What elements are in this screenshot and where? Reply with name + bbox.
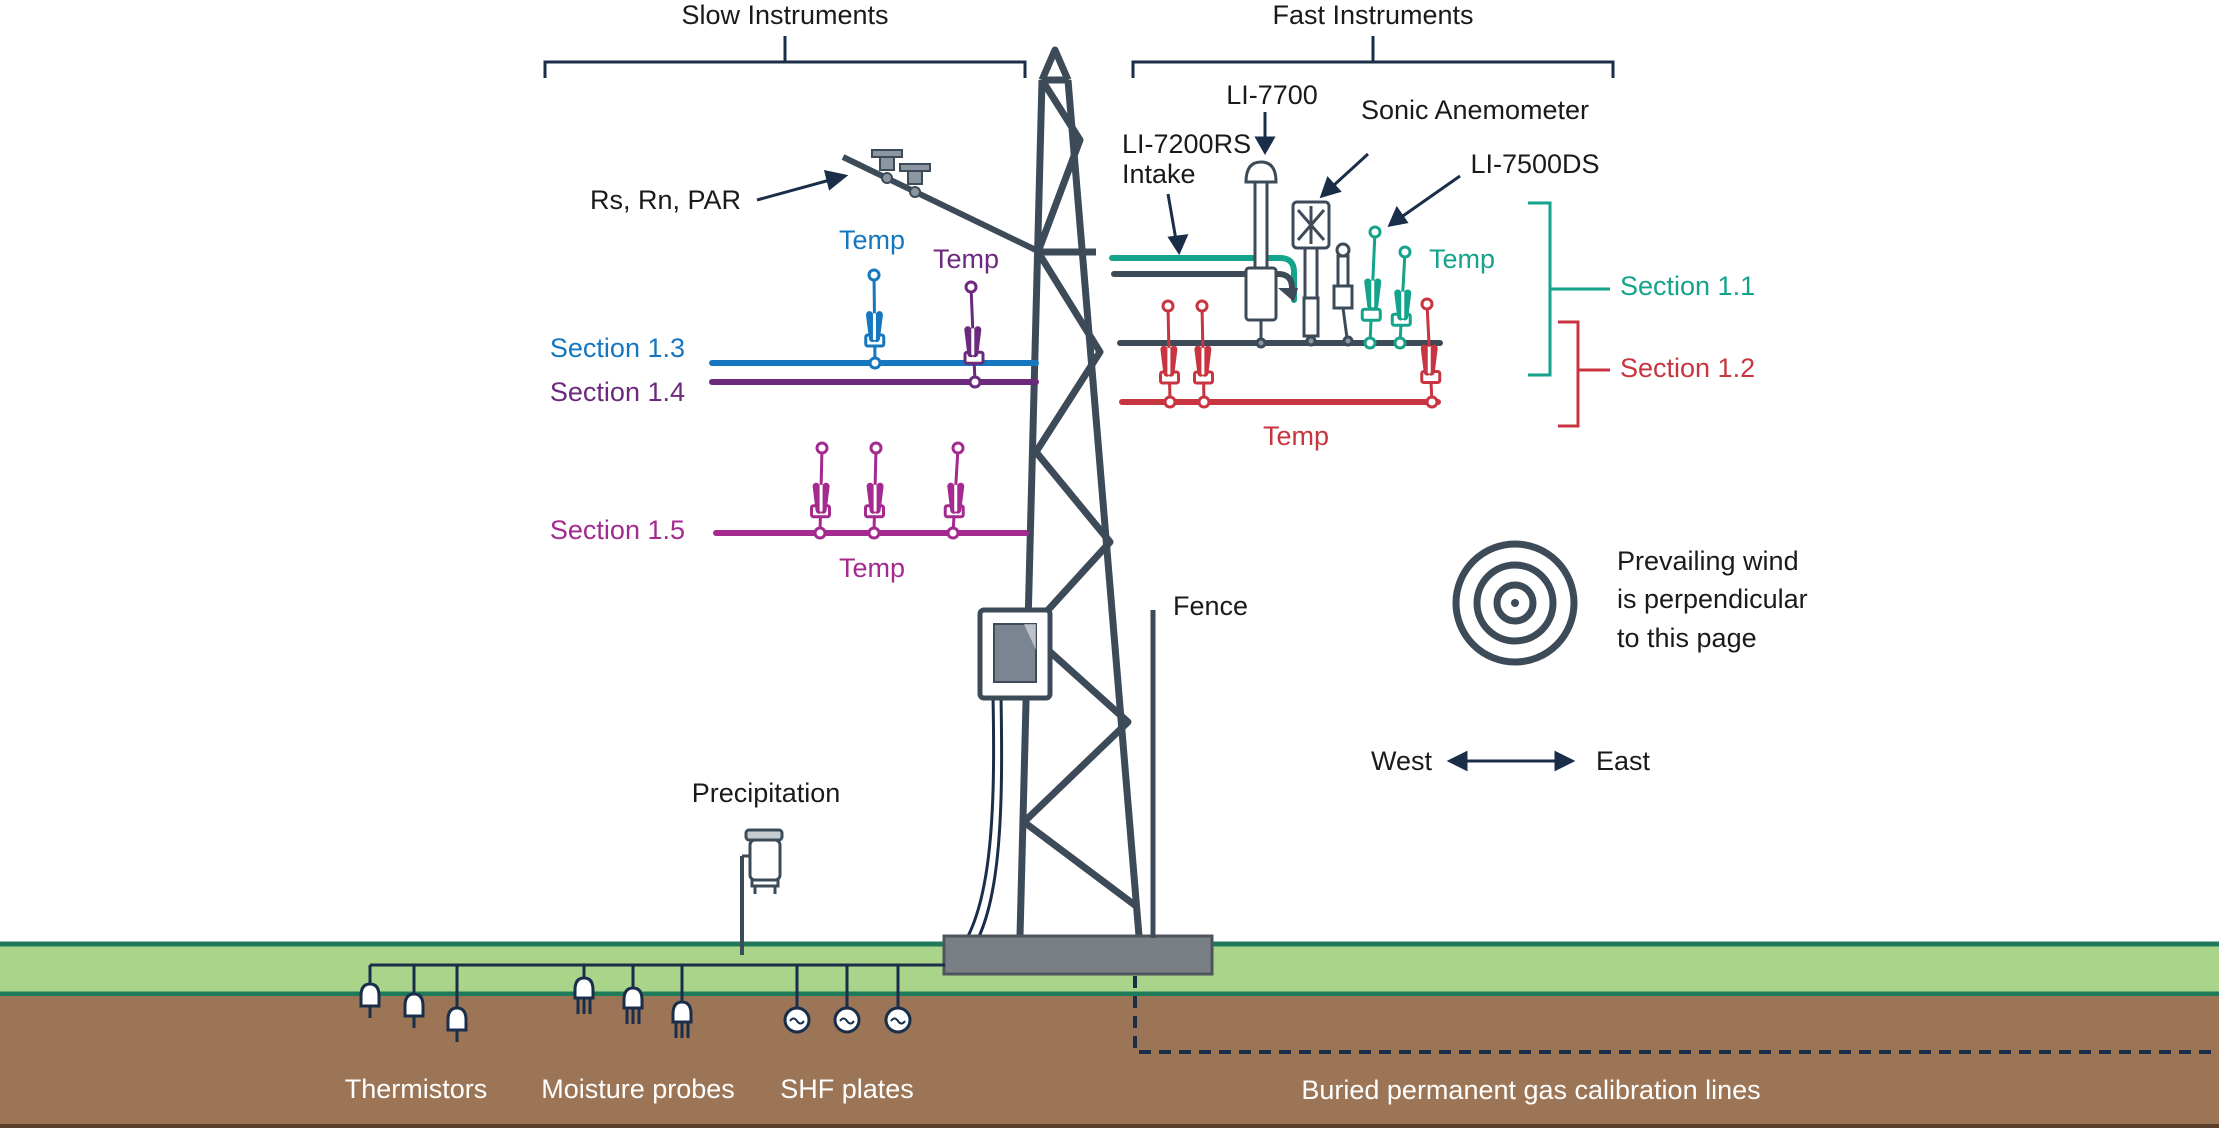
section-1-3-label: Section 1.3: [550, 333, 685, 363]
sonic-anemometer: [1291, 200, 1331, 347]
sonic-anemometer-label: Sonic Anemometer: [1361, 95, 1589, 125]
section-1-2-label: Section 1.2: [1620, 353, 1755, 383]
temp-label-section-1-2: Temp: [1263, 421, 1329, 451]
tower-cables: [944, 694, 1004, 970]
temp-label-section-1-4: Temp: [933, 244, 999, 274]
fast-instruments-label: Fast Instruments: [1272, 0, 1473, 30]
slow-instruments-label: Slow Instruments: [681, 0, 888, 30]
moisture-probe: [671, 965, 693, 1038]
datalogger-enclosure: [977, 607, 1053, 701]
li7500ds-label: LI-7500DS: [1470, 149, 1599, 179]
section-1-5-label: Section 1.5: [550, 515, 685, 545]
li7700-analyzer: [1244, 160, 1278, 349]
west-label: West: [1371, 746, 1433, 776]
boom-fast-gray-upper: [1111, 271, 1295, 291]
section-1-1-label: Section 1.1: [1620, 271, 1755, 301]
temp-sensor-1-1-b: [1390, 245, 1412, 350]
wind-label-line-3: to this page: [1617, 623, 1757, 653]
shf-plate: [833, 965, 861, 1034]
moisture-probes-label: Moisture probes: [541, 1074, 735, 1104]
radiation-boom: [841, 149, 1042, 255]
temperature-sensors: [810, 225, 1442, 540]
section-1-2-bracket: [1558, 320, 1610, 428]
radiation-sensor-2: [899, 163, 931, 198]
temp-sensor-1-1-a: [1360, 225, 1382, 350]
thermistor-sensor: [359, 965, 381, 1018]
temp-label-section-1-5: Temp: [839, 553, 905, 583]
wind-label-line-1: Prevailing wind: [1617, 546, 1799, 576]
wind-label-line-2: is perpendicular: [1617, 584, 1808, 614]
shf-plate: [884, 965, 912, 1034]
temp-sensor-1-2-a: [1159, 299, 1180, 409]
temp-sensor-1-5-b: [864, 441, 885, 540]
precipitation-label: Precipitation: [692, 778, 841, 808]
temp-sensor-1-2-b: [1193, 299, 1214, 409]
section-1-4-label: Section 1.4: [550, 377, 685, 407]
li7200rs-label: LI-7200RS: [1122, 129, 1251, 159]
temp-label-section-1-1: Temp: [1429, 244, 1495, 274]
temp-label-section-1-3: Temp: [839, 225, 905, 255]
shf-plates-label: SHF plates: [780, 1074, 914, 1104]
tower-base: [942, 934, 1214, 976]
buried-lines-label: Buried permanent gas calibration lines: [1301, 1075, 1760, 1105]
boom-section-1-1: [1109, 255, 1297, 303]
temp-sensor-1-2-c: [1420, 297, 1442, 409]
soil-sensors: [359, 965, 912, 1042]
wind-direction-symbol: [1452, 540, 1578, 666]
li7500ds-analyzer: [1332, 242, 1354, 347]
temp-sensor-1-5-a: [810, 441, 831, 540]
annotation-arrows: [756, 112, 1576, 772]
shf-plate: [783, 965, 811, 1034]
radiation-label: Rs, Rn, PAR: [590, 185, 741, 215]
li7200rs-intake-label: Intake: [1122, 159, 1196, 189]
labels: Slow Instruments Fast Instruments Rs, Rn…: [345, 0, 1808, 1105]
precipitation-gauge: [740, 828, 784, 955]
moisture-probe: [622, 965, 644, 1024]
li7700-label: LI-7700: [1226, 80, 1318, 110]
temp-sensor-1-4: [963, 280, 985, 389]
fast-instruments-bracket: [1131, 36, 1615, 78]
tower: [1016, 46, 1143, 937]
section-1-1-bracket: [1528, 201, 1610, 377]
fence-label: Fence: [1173, 591, 1248, 621]
east-label: East: [1596, 746, 1651, 776]
thermistor-sensor: [403, 965, 425, 1028]
thermistor-sensor: [446, 965, 468, 1042]
thermistors-label: Thermistors: [345, 1074, 488, 1104]
radiation-sensor-1: [871, 149, 903, 184]
slow-instruments-bracket: [543, 36, 1027, 78]
temp-sensor-1-3: [864, 268, 886, 370]
temp-sensor-1-5-c: [943, 441, 965, 540]
buried-gas-lines: [1133, 976, 2219, 1054]
soil-layer: [0, 996, 2219, 1126]
moisture-probe: [573, 965, 595, 1014]
